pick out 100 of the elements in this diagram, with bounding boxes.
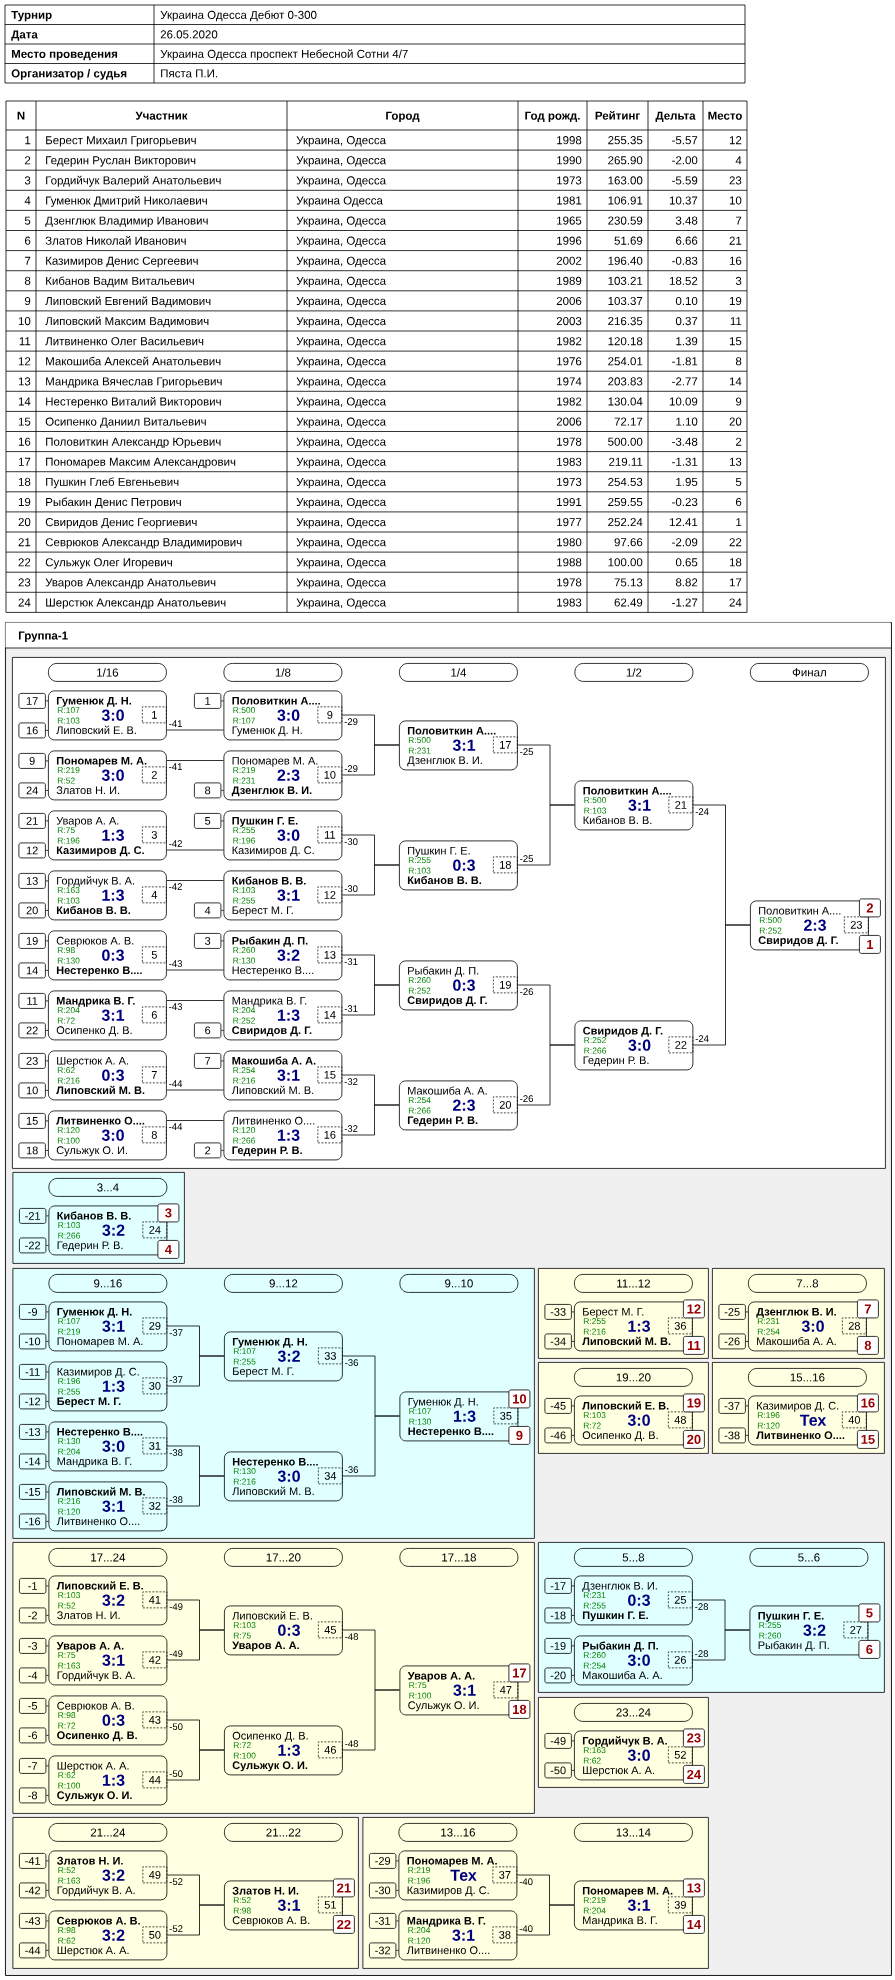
field-label: Место проведения — [11, 49, 118, 61]
bracket-line — [45, 760, 49, 762]
seed-box: 13 — [18, 873, 46, 889]
bracket-line — [341, 1104, 400, 1136]
player-name: Шерстюк А. А. — [57, 1056, 128, 1067]
rating: R:260 — [759, 1632, 782, 1639]
rating: R:98 — [58, 1712, 76, 1719]
seed-box: -9 — [19, 1304, 47, 1320]
match-number: 28 — [842, 1317, 867, 1335]
table-cell: Гуменюк Дмитрий Николаевич — [46, 195, 207, 207]
bracket-line — [45, 1120, 49, 1122]
match-number: 50 — [142, 1926, 168, 1944]
rating: R:266 — [58, 1232, 80, 1239]
match-number: 52 — [668, 1746, 693, 1764]
table-cell: 1.39 — [676, 337, 698, 346]
seed-box: -31 — [369, 1913, 397, 1929]
score: 3:1 — [453, 1684, 476, 1696]
seed-box: 22 — [18, 1022, 46, 1039]
seed-box: 20 — [18, 902, 46, 919]
seed-box: -45 — [544, 1398, 572, 1414]
score: 1:3 — [102, 1380, 125, 1392]
loser-destination: -42 — [169, 840, 182, 847]
table-cell: -0.83 — [672, 256, 698, 265]
match-number: 34 — [318, 1467, 343, 1485]
player-name: Гедерин Р. В. — [57, 1241, 123, 1252]
table-cell: 12.41 — [669, 518, 698, 527]
player-name: Рыбакин Д. П. — [232, 936, 308, 947]
bracket-line — [342, 1415, 400, 1477]
table-cell: 21 — [18, 538, 31, 547]
rating: R:216 — [233, 1077, 255, 1084]
table-cell: Шерстюк Александр Анатольевич — [46, 598, 226, 609]
player-name: Липовский Е. В. — [582, 1401, 669, 1410]
score: 3:1 — [627, 1899, 651, 1911]
seed-box: -46 — [544, 1427, 572, 1444]
score: 3:1 — [102, 1320, 125, 1332]
table-cell: 18 — [18, 477, 31, 486]
column-header: Дельта — [655, 111, 696, 122]
bracket-line — [45, 1245, 49, 1246]
player-name: Севрюков А. В. — [232, 1916, 310, 1927]
table-cell: 3 — [735, 276, 742, 285]
table-cell: Казимиров Денис Сергеевич — [46, 256, 198, 268]
score: 3:1 — [101, 1009, 125, 1021]
rating: R:120 — [757, 1422, 780, 1429]
table-cell: Гедерин Руслан Викторович — [46, 156, 196, 167]
player-name: Златов Н. И. — [232, 1886, 299, 1895]
rating: R:107 — [57, 707, 80, 714]
rating: R:103 — [57, 717, 80, 724]
player-name: Рыбакин Д. П. — [582, 1641, 658, 1652]
player-name: Литвиненко О.... — [406, 1946, 490, 1955]
rating: R:75 — [409, 1682, 427, 1689]
player-name: Нестеренко В.... — [408, 1427, 494, 1438]
table-cell: 24 — [18, 598, 31, 607]
match-number: 17 — [493, 736, 518, 754]
bracket-line — [395, 1890, 399, 1891]
bracket-line — [342, 1689, 400, 1751]
rating: R:260 — [233, 947, 256, 954]
table-cell: 4 — [24, 196, 31, 205]
rating: R:107 — [58, 1318, 80, 1325]
player-name: Липовский М. В. — [56, 1085, 145, 1095]
place-badge: 11 — [683, 1336, 705, 1355]
bracket-line — [166, 849, 224, 851]
table-cell: 10 — [729, 196, 742, 205]
score: 0:3 — [102, 949, 124, 961]
match-number: 41 — [142, 1591, 168, 1609]
loser-destination: -41 — [169, 763, 182, 770]
bracket-line — [220, 1060, 224, 1062]
table-cell: 19 — [18, 497, 31, 507]
score: 1:3 — [628, 1320, 650, 1332]
table-cell: Украина, Одесса — [296, 437, 387, 449]
match-number: 46 — [318, 1741, 343, 1759]
seed-box: 24 — [18, 782, 46, 799]
rating: R:75 — [233, 1632, 251, 1639]
seed-box: -26 — [718, 1333, 746, 1350]
table-cell: 6 — [25, 236, 31, 245]
rating: R:216 — [583, 1328, 606, 1335]
table-cell: 259.55 — [608, 497, 643, 507]
table-cell: Украина, Одесса — [296, 317, 387, 328]
player-name: Златов Н. И. — [56, 1856, 123, 1865]
loser-destination: -31 — [344, 1005, 358, 1012]
seed-box: -41 — [19, 1853, 47, 1869]
round-header: 5...6 — [749, 1548, 869, 1567]
score: 3:1 — [102, 1500, 125, 1512]
score: Тех — [450, 1869, 477, 1881]
table-cell: 1974 — [557, 377, 582, 386]
bracket-line — [45, 880, 49, 882]
table-cell: 12 — [729, 136, 742, 145]
table-cell: 1988 — [557, 558, 582, 567]
table-cell: 2 — [736, 437, 742, 446]
player-name: Липовский М. В. — [232, 1486, 314, 1496]
player-name: Макошиба А. А. — [757, 1336, 836, 1346]
match-number: 36 — [668, 1317, 693, 1335]
seed-box: -50 — [544, 1762, 572, 1779]
loser-destination: -43 — [169, 960, 182, 967]
seed-box: -20 — [544, 1667, 572, 1684]
bracket-line — [45, 1000, 49, 1002]
table-cell: 4 — [735, 156, 742, 165]
place-badge: 14 — [683, 1915, 705, 1934]
score: 3:2 — [102, 1224, 125, 1236]
seed-box: -34 — [544, 1333, 572, 1350]
table-cell: 22 — [18, 558, 31, 567]
